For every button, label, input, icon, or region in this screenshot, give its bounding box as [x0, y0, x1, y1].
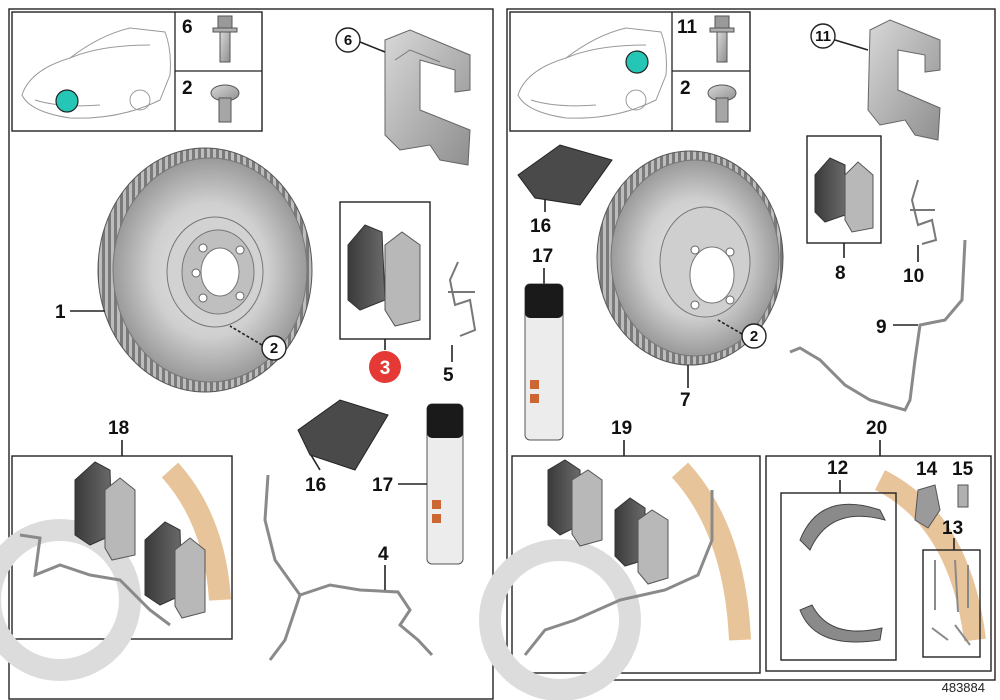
left-inset-box: 6 2: [11, 11, 263, 132]
springs-icon: [931, 559, 971, 646]
kit-18-box: [0, 455, 233, 681]
kit-20-box: 12 14 15 13: [765, 455, 992, 672]
right-panel: 11 2 11 16 17: [479, 8, 996, 700]
right-inset-box: 11 2: [509, 11, 751, 132]
label-6-circled: 6: [344, 32, 352, 49]
car-outline-icon: [21, 27, 171, 119]
inset-label-top: 11: [677, 17, 698, 38]
caliper-carrier-icon: [384, 29, 471, 166]
label-2-circled: 2: [750, 328, 758, 345]
label-20: 20: [866, 418, 887, 439]
left-panel-frame: [8, 8, 494, 700]
caliper-carrier-icon: [867, 19, 941, 141]
grease-packet-icon: [517, 144, 613, 206]
highlighted-part-number: 3: [380, 358, 391, 379]
label-5: 5: [443, 365, 454, 386]
label-16: 16: [305, 475, 326, 496]
parking-brake-shoes-icon: [799, 503, 886, 643]
wear-sensor-icon: [789, 239, 967, 412]
inset-label-bottom: 2: [680, 78, 691, 99]
anti-rattle-spring-icon: [448, 261, 477, 337]
inset-label-bottom: 2: [182, 78, 193, 99]
label-9: 9: [876, 317, 887, 338]
label-18: 18: [108, 418, 129, 439]
left-panel: 6 2 6: [0, 8, 494, 700]
screw-icon: [210, 84, 240, 123]
label-14: 14: [916, 459, 938, 480]
bolt-icon: [212, 15, 238, 63]
label-16: 16: [530, 216, 551, 237]
label-10: 10: [903, 266, 924, 287]
kit-19-box: [479, 455, 761, 700]
diagram-id: 483884: [942, 680, 985, 695]
car-outline-icon: [517, 27, 667, 119]
inset-label-top: 6: [182, 17, 193, 38]
label-17: 17: [532, 246, 553, 267]
brake-pads-icon: [347, 224, 421, 327]
label-4: 4: [378, 544, 389, 565]
label-19: 19: [611, 418, 632, 439]
position-marker-icon: [55, 89, 79, 113]
right-panel-frame: [506, 8, 996, 681]
brake-disc-icon: [596, 150, 784, 366]
spray-can-icon: [426, 403, 464, 565]
label-1: 1: [55, 302, 66, 323]
spray-can-icon: [524, 283, 564, 441]
position-marker-icon: [625, 50, 649, 74]
label-7: 7: [680, 390, 691, 411]
bolt-icon: [709, 15, 735, 63]
label-8: 8: [835, 263, 846, 284]
label-11-circled: 11: [815, 28, 831, 45]
anti-rattle-spring-icon: [910, 179, 938, 245]
label-15: 15: [952, 459, 974, 480]
label-12: 12: [827, 458, 848, 479]
adjuster-icon: [914, 484, 941, 529]
grease-packet-icon: [297, 399, 389, 471]
screw-icon: [707, 84, 737, 123]
label-2-circled: 2: [270, 340, 278, 357]
label-13: 13: [942, 518, 963, 539]
wear-sensor-icon: [263, 474, 434, 657]
highlighted-part-badge[interactable]: [369, 351, 401, 383]
label-17: 17: [372, 475, 393, 496]
brake-disc-icon: [97, 147, 313, 393]
pin-icon: [957, 484, 969, 508]
brake-pads-icon: [814, 157, 874, 233]
